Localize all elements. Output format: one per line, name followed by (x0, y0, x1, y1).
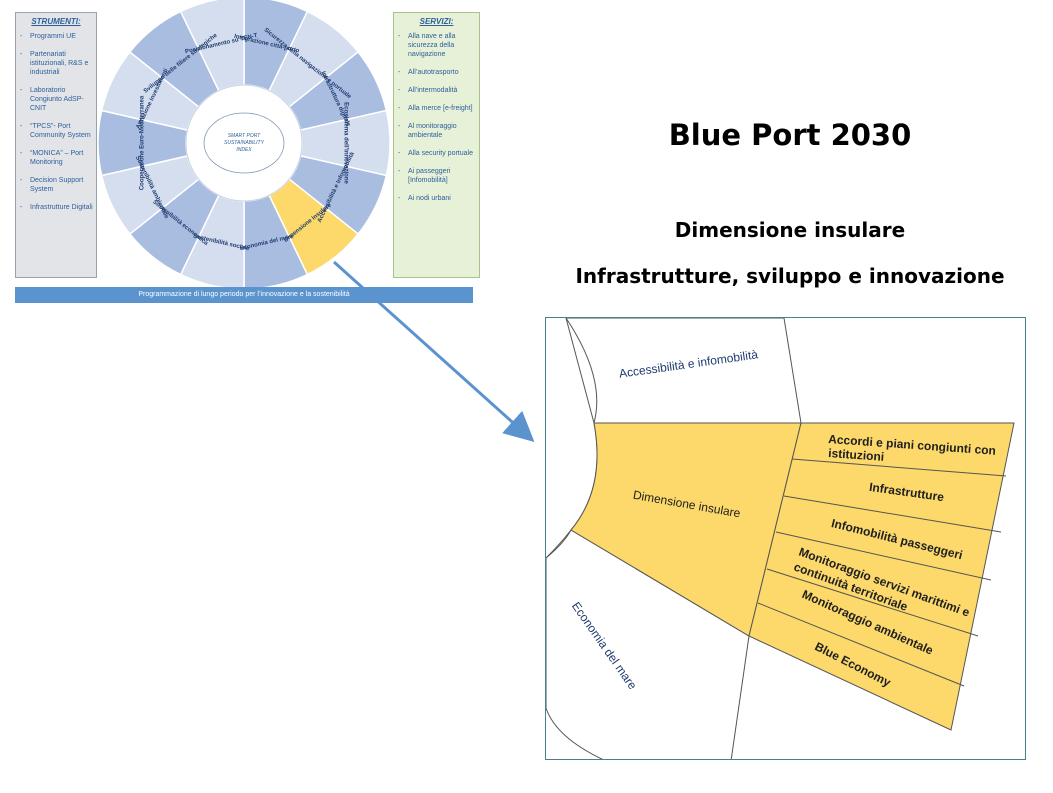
strumenti-item: Programmi UE (20, 32, 96, 41)
strumenti-item: Partenariati istituzionali, R&S e indust… (20, 50, 96, 77)
zoom-detail: Accessibilità e infomobilità Dimensione … (545, 317, 1026, 760)
zoom-sub-bands (748, 422, 1015, 731)
servizi-item: Ai passeggeri [Infomobilità] (398, 167, 479, 185)
servizi-item: Ai nodi urbani (398, 194, 479, 203)
strumenti-item: “TPCS”- Port Community System (20, 122, 96, 140)
zoom-bottom-segment (546, 529, 750, 759)
strumenti-item: “MONICA” – Port Monitoring (20, 149, 96, 167)
wheel-center (185, 84, 303, 202)
zoom-arrow (332, 260, 535, 443)
servizi-item: Alla nave e alla sicurezza della navigaz… (398, 32, 479, 59)
strumenti-title: STRUMENTI: (31, 17, 81, 26)
zoom-svg: Accessibilità e infomobilità Dimensione … (546, 318, 1015, 759)
wheel-center-line: SMART PORT (228, 133, 262, 139)
servizi-title: SERVIZI: (419, 17, 454, 26)
servizi-item: All’intermodalità (398, 86, 479, 95)
servizi-panel: SERVIZI: Alla nave e alla sicurezza dell… (393, 12, 480, 278)
page-subtitle-1: Dimensione insulare (674, 218, 906, 242)
smart-port-wheel: SMART PORT SUSTAINABILITY INDEX Integraz… (98, 0, 391, 290)
page-subtitle-2: Infrastrutture, sviluppo e innovazione (575, 264, 1005, 288)
zoom-sub-item: istituzioni (828, 446, 885, 464)
zoom-main-segment (570, 422, 802, 637)
arrow-line (332, 260, 535, 443)
wheel-center-line: INDEX (236, 147, 252, 153)
strumenti-item: Laboratorio Congiunto AdSP-CNIT (20, 86, 96, 113)
wheel-center-line: SUSTAINABILITY (224, 140, 265, 146)
page-title: Blue Port 2030 (668, 118, 912, 152)
strumenti-item: Decision Support System (20, 176, 96, 194)
wheel-segment-label: Cooperazione Euro-Mediterranea (140, 95, 146, 190)
strumenti-panel: STRUMENTI: Programmi UE Partenariati ist… (15, 12, 97, 278)
servizi-list: Alla nave e alla sicurezza della navigaz… (394, 32, 479, 203)
servizi-item: Alla security portuale (398, 149, 479, 158)
servizi-item: All’autotrasporto (398, 68, 479, 77)
servizi-item: Al monitoraggio ambientale (398, 122, 479, 140)
wheel-segment-label: Ecosistema dell’innovazione (342, 102, 348, 184)
strumenti-item: Infrastrutture Digitali (20, 203, 96, 212)
strumenti-list: Programmi UE Partenariati istituzionali,… (16, 32, 96, 212)
servizi-item: Alla merce [e-freight] (398, 104, 479, 113)
wheel-segments (98, 0, 391, 290)
wheel-center-ring (203, 112, 285, 174)
programmazione-bar: Programmazione di lungo periodo per l’in… (15, 287, 473, 303)
